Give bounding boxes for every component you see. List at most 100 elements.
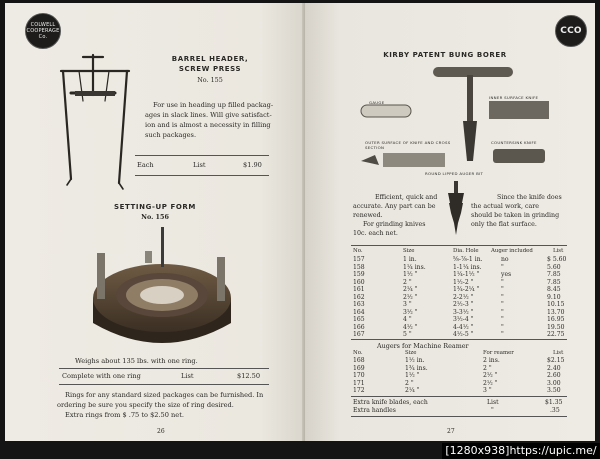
extra-knife-item: Extra knife blades, each bbox=[353, 399, 428, 406]
reamer-cell: 2½ " bbox=[483, 372, 498, 379]
reamer-header-no: No. bbox=[353, 350, 363, 356]
bung-desc-right-3: should be taken in grinding bbox=[471, 212, 560, 219]
reamer-cell: 2¼ " bbox=[405, 387, 420, 394]
barrel-header-list-label: List bbox=[193, 161, 206, 169]
colwell-cooperage-logo: COLWELL COOPERAGE Co. bbox=[25, 13, 61, 49]
cco-logo: CCO bbox=[555, 15, 587, 47]
reamer-cell: 172 bbox=[353, 387, 365, 394]
table-cell: " bbox=[501, 331, 504, 338]
table-cell: " bbox=[501, 286, 504, 293]
bung-desc-right-1: Since the knife does bbox=[497, 194, 562, 201]
page-number-left: 26 bbox=[157, 428, 165, 435]
watermark-banner: [1280x938]https://upic.me/ bbox=[442, 443, 600, 459]
auger-bit-illustration bbox=[448, 181, 464, 235]
table-cell: 4-4½ " bbox=[453, 323, 474, 331]
reamer-cell: 1½ " bbox=[405, 372, 420, 379]
table-cell: 3-3½ " bbox=[453, 308, 474, 316]
countersink-caption: COUNTERSINK KNIFE bbox=[491, 140, 537, 145]
table-cell: " bbox=[501, 293, 504, 301]
reamer-cell: 3 " bbox=[483, 387, 492, 394]
table-cell: 1¼ ins. bbox=[403, 263, 426, 271]
table-cell: 4½ " bbox=[403, 323, 418, 331]
table-cell: 1¼-1½ " bbox=[453, 271, 480, 278]
barrel-header-desc-3: ion and is almost a necessity in filling bbox=[145, 121, 271, 129]
table-cell: 7.85 bbox=[547, 271, 561, 278]
reamer-header-size: Size bbox=[405, 350, 417, 356]
table-cell: yes bbox=[501, 271, 512, 278]
reamer-cell: 170 bbox=[353, 372, 365, 379]
reamer-cell: 2 " bbox=[405, 379, 414, 387]
divider bbox=[351, 416, 567, 417]
table-cell: 9.10 bbox=[547, 293, 561, 301]
table-cell: 160 bbox=[353, 278, 365, 286]
table-cell: $ 5.60 bbox=[547, 256, 567, 263]
extra-handles-price: .35 bbox=[550, 407, 560, 414]
table-cell: 166 bbox=[353, 323, 365, 331]
table-cell: 8.45 bbox=[547, 286, 561, 293]
barrel-header-subtitle: SCREW PRESS bbox=[178, 65, 242, 73]
page-number-right: 27 bbox=[447, 428, 455, 435]
barrel-header-desc-1: For use in heading up filled packag- bbox=[153, 101, 274, 109]
barrel-header-price: $1.90 bbox=[243, 161, 262, 169]
weight-note: Weighs about 135 lbs. with one ring. bbox=[75, 357, 198, 365]
reamer-header-for: For reamer bbox=[483, 350, 514, 356]
table-cell: 19.50 bbox=[547, 323, 565, 331]
table-cell: 3½ " bbox=[403, 308, 418, 316]
table-cell: 159 bbox=[353, 271, 365, 278]
table-cell: 1 in. bbox=[403, 256, 417, 263]
table-cell: " bbox=[501, 278, 504, 286]
table-cell: 5 " bbox=[403, 331, 412, 338]
reamer-cell: $2.15 bbox=[547, 357, 565, 364]
setting-up-price: $12.50 bbox=[237, 372, 261, 380]
divider bbox=[351, 245, 567, 246]
table-cell: 167 bbox=[353, 331, 365, 338]
divider bbox=[135, 175, 269, 176]
rings-note-1: Rings for any standard sized packages ca… bbox=[65, 391, 264, 399]
table-cell: 5.60 bbox=[547, 263, 561, 271]
table-cell: 161 bbox=[353, 286, 365, 293]
table-cell: 2½ " bbox=[403, 293, 418, 301]
table-cell: " bbox=[501, 323, 504, 331]
table-cell: 1¾-2¼ " bbox=[453, 286, 480, 293]
extra-rings-note: Extra rings from $ .75 to $2.50 net. bbox=[65, 411, 184, 419]
barrel-header-title: BARREL HEADER, bbox=[171, 55, 249, 63]
reamer-cell: 2.40 bbox=[547, 364, 561, 372]
reamer-cell: 171 bbox=[353, 379, 365, 387]
divider bbox=[135, 155, 269, 156]
reamer-cell: 3.50 bbox=[547, 387, 561, 394]
bung-desc-left-3: renewed. bbox=[353, 212, 383, 219]
table-cell: 162 bbox=[353, 293, 365, 301]
book-spread: COLWELL COOPERAGE Co. BARREL HEADER, SCR… bbox=[5, 3, 595, 441]
barrel-header-desc-2: ages in slack lines. Will give satisfact… bbox=[145, 111, 272, 119]
table-cell: 2½-3 " bbox=[453, 301, 474, 308]
table-cell: 2 " bbox=[403, 278, 412, 286]
divider bbox=[351, 339, 567, 340]
bung-desc-left-4: For grinding knives bbox=[363, 221, 426, 228]
table-cell: 2¼ " bbox=[403, 286, 418, 293]
table-cell: " bbox=[501, 308, 504, 316]
table-cell: 1-1¼ ins. bbox=[453, 263, 482, 271]
reamer-cell: 2 " bbox=[483, 364, 492, 372]
extra-knife-label: List bbox=[487, 399, 499, 406]
table-cell: 164 bbox=[353, 308, 365, 316]
barrel-header-press-illustration bbox=[59, 53, 131, 190]
table-cell: 157 bbox=[353, 256, 365, 263]
table-cell: 3 " bbox=[403, 301, 412, 308]
table-cell: 4 " bbox=[403, 316, 412, 323]
extra-handles-label: " bbox=[491, 407, 494, 414]
table-header-list: List bbox=[553, 248, 564, 254]
bung-desc-left-2: accurate. Any part can be bbox=[353, 203, 436, 210]
table-cell: 7.85 bbox=[547, 278, 561, 286]
table-cell: 158 bbox=[353, 263, 365, 271]
reamer-cell: 2½ " bbox=[483, 379, 498, 387]
table-header-dia: Dia. Hole bbox=[453, 248, 479, 254]
table-cell: 22.75 bbox=[547, 331, 565, 338]
bung-desc-left-1: Efficient, quick and bbox=[375, 194, 438, 201]
table-cell: " bbox=[501, 301, 504, 308]
inner-knife-caption: INNER SURFACE KNIFE bbox=[489, 95, 539, 100]
extra-handles-item: Extra handles bbox=[353, 407, 396, 414]
table-cell: no bbox=[501, 256, 509, 263]
table-cell: 1½-2 " bbox=[453, 278, 474, 286]
right-page: CCO KIRBY PATENT BUNG BORER GAUGE INNER … bbox=[305, 3, 595, 441]
extra-knife-price: $1.35 bbox=[545, 399, 563, 406]
